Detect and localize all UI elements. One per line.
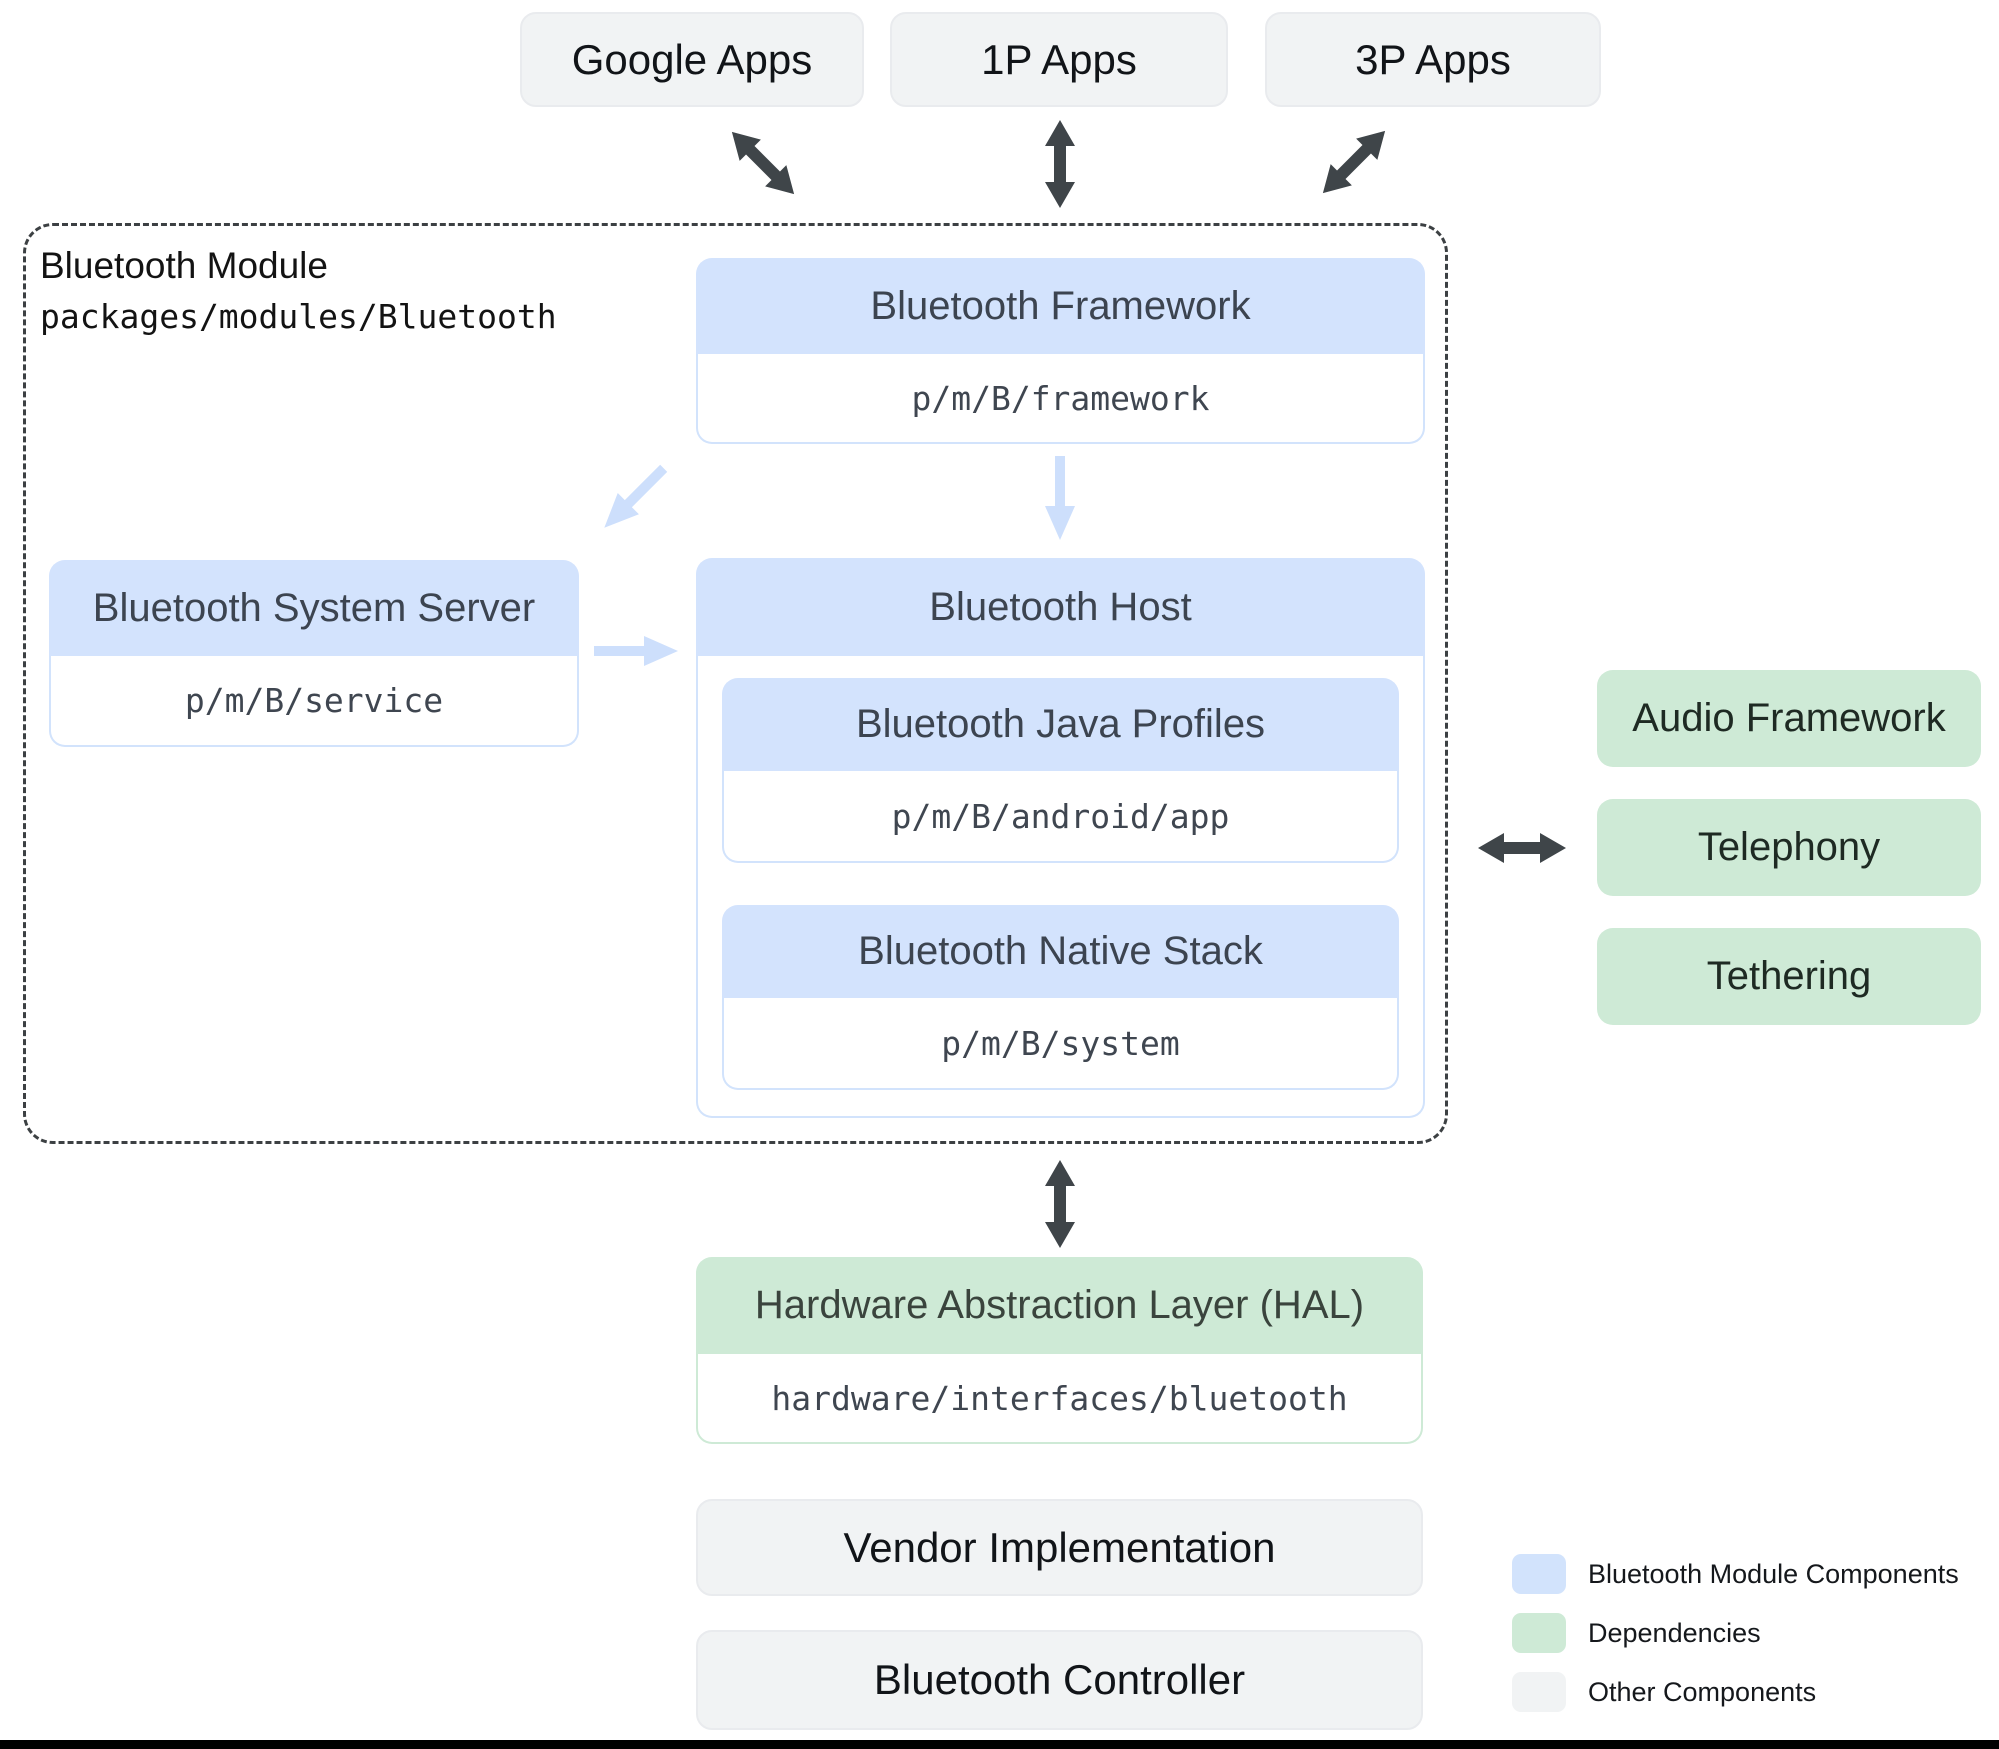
google-apps-box: Google Apps [520, 12, 864, 107]
down-arrow-icon [1045, 456, 1075, 540]
audio-framework-box: Audio Framework [1597, 670, 1981, 767]
bluetooth-native-stack-path: p/m/B/system [941, 1023, 1180, 1063]
hal-path: hardware/interfaces/bluetooth [771, 1378, 1348, 1418]
bluetooth-native-stack-header: Bluetooth Native Stack [722, 905, 1399, 998]
gray-swatch-icon [1512, 1672, 1566, 1712]
bluetooth-framework-path: p/m/B/framework [911, 378, 1210, 418]
bluetooth-host-title: Bluetooth Host [929, 584, 1192, 629]
green-swatch-icon [1512, 1613, 1566, 1653]
telephony-label: Telephony [1697, 825, 1881, 869]
bluetooth-native-stack-title: Bluetooth Native Stack [858, 929, 1263, 973]
bluetooth-module-title: Bluetooth Module [40, 245, 328, 286]
bluetooth-module-boundary [23, 223, 1448, 1144]
legend-label: Other Components [1588, 1676, 1817, 1707]
legend-item-other-components: Other Components [1512, 1672, 1816, 1712]
legend-item-dependencies: Dependencies [1512, 1613, 1761, 1653]
first-party-apps-box: 1P Apps [890, 12, 1228, 107]
bluetooth-java-profiles-path-box: p/m/B/android/app [722, 771, 1399, 863]
google-apps-label: Google Apps [571, 35, 813, 83]
bluetooth-module-heading: Bluetooth Module packages/modules/Blueto… [40, 245, 557, 336]
hal-path-box: hardware/interfaces/bluetooth [696, 1354, 1423, 1444]
bidirectional-arrow-icon [731, 131, 795, 195]
bidirectional-arrow-icon [1045, 1160, 1075, 1248]
bluetooth-system-server-path-box: p/m/B/service [49, 656, 579, 747]
bluetooth-system-server-header: Bluetooth System Server [49, 560, 579, 656]
down-left-arrow-icon [604, 464, 668, 528]
bidirectional-arrow-icon [1045, 120, 1075, 208]
third-party-apps-label: 3P Apps [1355, 35, 1511, 83]
bluetooth-framework-title: Bluetooth Framework [870, 283, 1251, 328]
bluetooth-framework-header: Bluetooth Framework [696, 258, 1425, 354]
third-party-apps-box: 3P Apps [1265, 12, 1601, 107]
bottom-border-bar [0, 1740, 1999, 1749]
legend-label: Bluetooth Module Components [1588, 1558, 1959, 1589]
right-arrow-icon [594, 636, 678, 666]
bluetooth-controller-box: Bluetooth Controller [696, 1630, 1423, 1730]
legend-item-module-components: Bluetooth Module Components [1512, 1554, 1959, 1594]
bluetooth-system-server-title: Bluetooth System Server [92, 585, 536, 630]
tethering-box: Tethering [1597, 928, 1981, 1025]
audio-framework-label: Audio Framework [1632, 696, 1946, 740]
bluetooth-framework-path-box: p/m/B/framework [696, 354, 1425, 444]
blue-swatch-icon [1512, 1554, 1566, 1594]
bluetooth-java-profiles-title: Bluetooth Java Profiles [855, 702, 1266, 746]
bluetooth-java-profiles-header: Bluetooth Java Profiles [722, 678, 1399, 771]
legend-label: Dependencies [1588, 1617, 1761, 1648]
first-party-apps-label: 1P Apps [981, 35, 1137, 83]
bluetooth-system-server-path: p/m/B/service [184, 681, 444, 720]
bluetooth-module-path: packages/modules/Bluetooth [40, 297, 557, 336]
bluetooth-host-header: Bluetooth Host [696, 558, 1425, 656]
bluetooth-controller-label: Bluetooth Controller [873, 1656, 1246, 1703]
vendor-implementation-label: Vendor Implementation [843, 1523, 1276, 1571]
bluetooth-java-profiles-path: p/m/B/android/app [891, 796, 1230, 836]
bidirectional-arrow-icon [1478, 833, 1566, 863]
vendor-implementation-box: Vendor Implementation [696, 1499, 1423, 1596]
hal-title: Hardware Abstraction Layer (HAL) [754, 1283, 1365, 1327]
bidirectional-arrow-icon [1322, 130, 1386, 194]
bluetooth-native-stack-path-box: p/m/B/system [722, 998, 1399, 1090]
hal-header: Hardware Abstraction Layer (HAL) [696, 1257, 1423, 1354]
telephony-box: Telephony [1597, 799, 1981, 896]
tethering-label: Tethering [1706, 954, 1872, 998]
